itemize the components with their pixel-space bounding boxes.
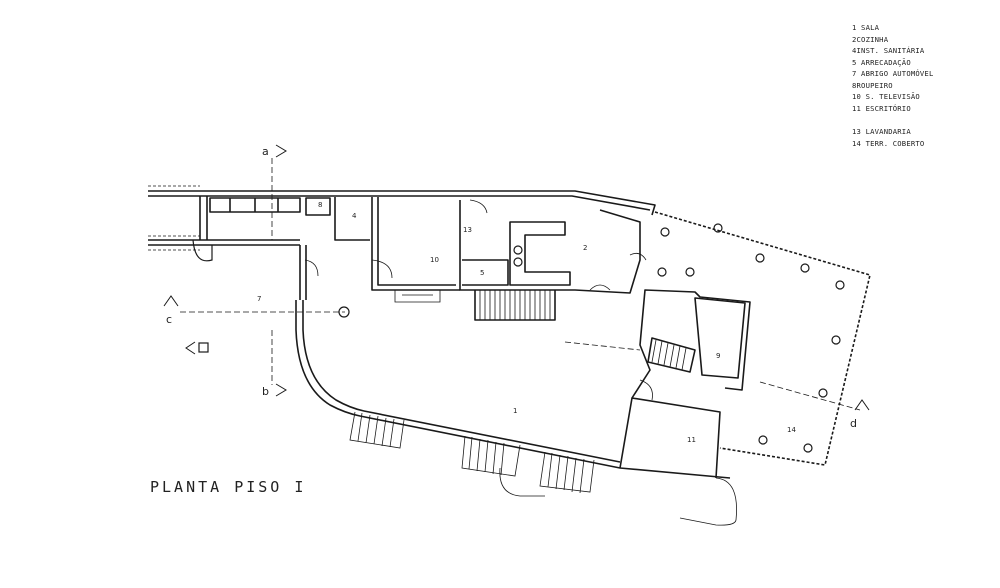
outer-wall-north-inner xyxy=(148,195,651,211)
outer-wall-west xyxy=(199,196,208,240)
carport-wall xyxy=(299,245,307,300)
outer-wall-north xyxy=(148,190,656,216)
column xyxy=(803,443,813,453)
legend-gap xyxy=(852,114,992,126)
section-mark-b: b xyxy=(262,385,269,398)
office-wall xyxy=(631,289,751,399)
stairs-east xyxy=(647,337,696,373)
east-wall xyxy=(619,397,721,479)
section-arrow-a xyxy=(275,144,287,158)
column xyxy=(835,280,845,290)
column xyxy=(660,227,670,237)
fireplace xyxy=(394,290,441,303)
room-label-10: 10 xyxy=(430,256,439,264)
column xyxy=(758,435,768,445)
room-label-1: 1 xyxy=(513,407,517,415)
stair-treads-east xyxy=(651,339,687,371)
column xyxy=(755,253,765,263)
room-label-11: 11 xyxy=(687,436,696,444)
ext-steps-se xyxy=(539,451,595,494)
ext-steps-sw xyxy=(349,411,405,449)
room-label-9: 9 xyxy=(716,352,720,360)
room9-wall xyxy=(694,297,746,379)
garage-round xyxy=(192,239,213,262)
legend-item: 4INST. SANITÁRIA xyxy=(852,46,925,55)
section-mark-c: c xyxy=(166,313,172,326)
column xyxy=(800,263,810,273)
sink xyxy=(513,245,523,255)
room-label-13: 13 xyxy=(463,226,472,234)
stair-treads-north xyxy=(479,290,551,320)
ext-balcony xyxy=(499,467,737,526)
section-mark-a: a xyxy=(262,145,269,158)
room-label-7: 7 xyxy=(257,295,261,303)
legend-item: 7 ABRIGO AUTOMÓVEL xyxy=(852,69,934,78)
storage-room xyxy=(462,259,509,286)
room-legend: 1 SALA 2COZINHA 4INST. SANITÁRIA 5 ARREC… xyxy=(852,22,992,149)
room-label-5: 5 xyxy=(480,269,484,277)
section-arrow-b xyxy=(275,383,287,397)
column xyxy=(818,388,828,398)
section-arrow-d xyxy=(854,399,870,411)
surveyor-mark xyxy=(198,342,209,353)
room-label-14: 14 xyxy=(787,426,796,434)
legend-item: 13 LAVANDARIA xyxy=(852,127,911,136)
garage-entry xyxy=(148,185,200,251)
door-swings xyxy=(304,199,653,401)
wardrobe xyxy=(209,197,331,216)
legend-item: 11 ESCRITÓRIO xyxy=(852,103,911,113)
ext-steps-s xyxy=(461,435,521,477)
sink xyxy=(513,257,523,267)
legend-item: 10 S. TELEVISÃO xyxy=(852,92,920,101)
column xyxy=(685,267,695,277)
legend-item: 8ROUPEIRO xyxy=(852,80,893,90)
garage-south-wall xyxy=(148,239,300,246)
section-arrow-c xyxy=(163,295,179,307)
legend-item: 5 ARRECADAÇÃO xyxy=(852,57,911,67)
room-label-8: 8 xyxy=(318,201,322,209)
section-mark-d: d xyxy=(850,417,857,430)
kitchen-wall xyxy=(459,200,641,294)
column xyxy=(338,306,350,318)
wc-wall xyxy=(334,197,370,241)
legend-item: 2COZINHA xyxy=(852,34,889,44)
plan-title: PLANTA PISO I xyxy=(150,478,307,496)
tv-room-wall xyxy=(371,197,460,291)
section-arrow-c2 xyxy=(185,341,196,355)
room-label-4: 4 xyxy=(352,212,357,220)
column xyxy=(657,267,667,277)
curved-wall xyxy=(295,300,731,479)
room-label-2: 2 xyxy=(583,244,587,252)
curved-wall-inner xyxy=(302,300,621,463)
column xyxy=(713,223,723,233)
column xyxy=(831,335,841,345)
legend-item: 14 TERR. COBERTO xyxy=(852,138,925,148)
section-line-d xyxy=(564,341,861,411)
legend-item: 1 SALA xyxy=(852,23,880,32)
terrace-outline xyxy=(654,211,871,466)
kitchen-counter xyxy=(509,221,571,286)
